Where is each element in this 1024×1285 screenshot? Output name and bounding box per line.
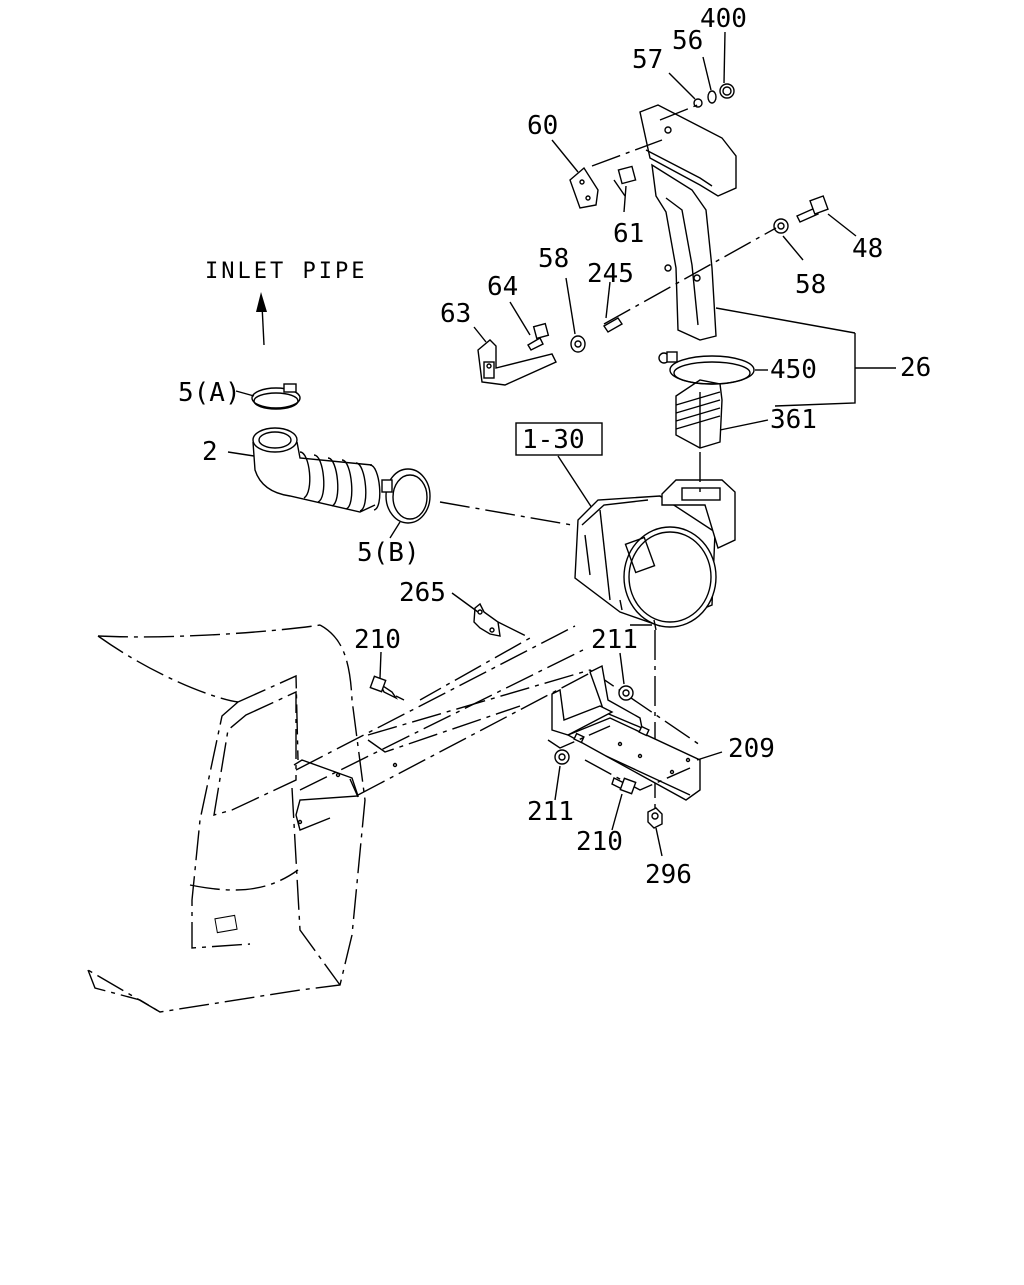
label-58-right: 58 xyxy=(795,270,826,300)
nut-296 xyxy=(647,807,663,857)
assembly-ref-box: 1-30 xyxy=(515,422,603,509)
clamp-450 xyxy=(658,351,768,385)
frame-rail xyxy=(293,625,701,831)
hose-2 xyxy=(227,427,381,513)
air-cleaner xyxy=(574,479,736,631)
mount-bracket-209 xyxy=(547,664,723,801)
label-26: 26 xyxy=(900,353,931,383)
label-57: 57 xyxy=(632,45,663,75)
label-61: 61 xyxy=(613,219,644,249)
clamp-5b xyxy=(381,468,431,539)
bolt-210-upper xyxy=(369,651,405,701)
inlet-pipe-note: INLET PIPE xyxy=(205,259,367,346)
label-209: 209 xyxy=(728,734,775,764)
inlet-pipe-text: INLET PIPE xyxy=(205,259,367,284)
group-bracket-26 xyxy=(774,333,896,407)
pin-245 xyxy=(603,281,623,333)
clamp-5a xyxy=(235,383,301,410)
label-211-upper: 211 xyxy=(591,625,638,655)
label-56: 56 xyxy=(672,26,703,56)
label-450: 450 xyxy=(770,355,817,385)
cab-outline xyxy=(87,624,366,1013)
bracket-63 xyxy=(473,326,557,386)
label-63: 63 xyxy=(440,299,471,329)
nut-211-upper xyxy=(618,652,634,701)
assembly-ref-label: 1-30 xyxy=(522,425,585,455)
snorkel-pipe xyxy=(639,104,856,341)
cap-361 xyxy=(675,379,769,449)
label-245: 245 xyxy=(587,259,634,289)
bolt-64 xyxy=(509,301,550,351)
label-58-left: 58 xyxy=(538,244,569,274)
label-361: 361 xyxy=(770,405,817,435)
label-60: 60 xyxy=(527,111,558,141)
label-400: 400 xyxy=(700,4,747,34)
bolt-61 xyxy=(613,165,637,213)
label-265: 265 xyxy=(399,578,446,608)
bolt-48 xyxy=(796,195,857,237)
label-211-lower: 211 xyxy=(527,797,574,827)
up-arrow-icon xyxy=(256,292,267,346)
label-210-upper: 210 xyxy=(354,625,401,655)
bracket-60 xyxy=(551,139,663,209)
label-64: 64 xyxy=(487,272,518,302)
washer-58-left xyxy=(565,277,586,353)
bolt-210-lower xyxy=(611,777,637,831)
label-5b: 5(B) xyxy=(357,538,420,568)
nut-211-lower xyxy=(554,749,570,801)
bracket-265 xyxy=(419,592,532,701)
top-hardware xyxy=(659,31,735,121)
label-210-lower: 210 xyxy=(576,827,623,857)
washer-58-right xyxy=(603,218,804,325)
label-5a: 5(A) xyxy=(178,378,241,408)
label-2: 2 xyxy=(202,437,218,467)
label-296: 296 xyxy=(645,860,692,890)
label-48: 48 xyxy=(852,234,883,264)
